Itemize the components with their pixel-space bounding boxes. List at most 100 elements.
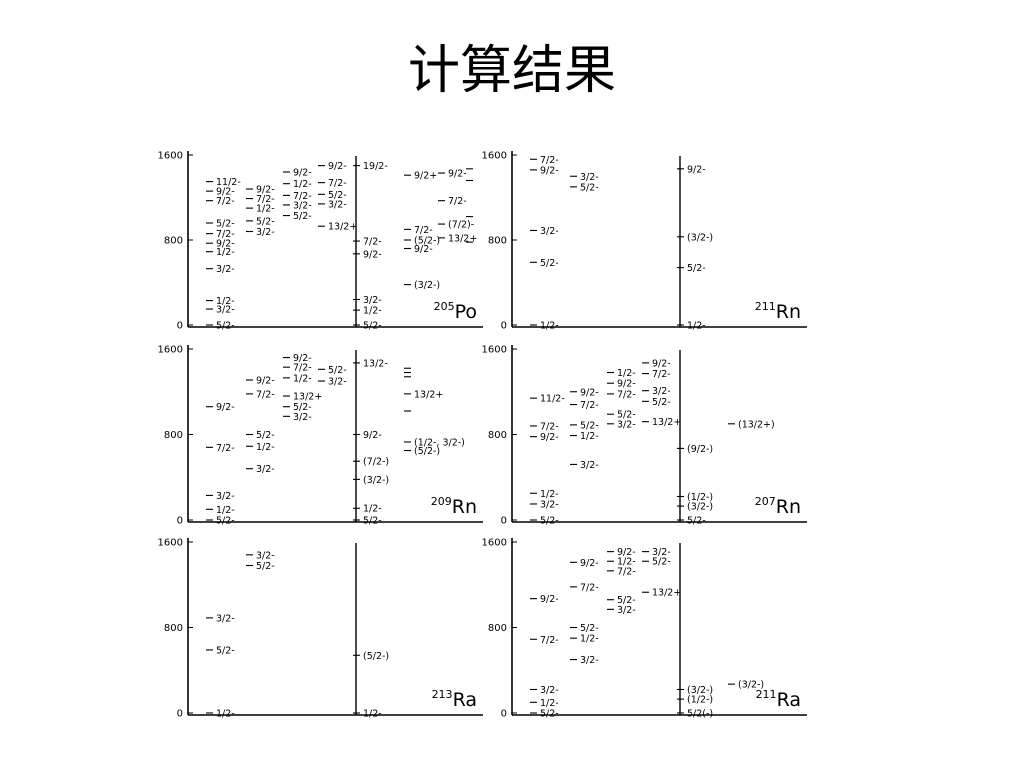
level-label: 5/2- <box>328 190 347 201</box>
y-tick-label: 1600 <box>158 151 183 162</box>
level-label: 7/2- <box>580 400 599 411</box>
y-tick-label: 0 <box>501 516 507 527</box>
level-label: 1/2- <box>293 179 312 190</box>
level-label: 1/2- <box>293 373 312 384</box>
calc-column-4: 13/2+3/2-5/2-7/2-9/2- <box>318 161 357 233</box>
level-label: 5/2- <box>216 321 235 332</box>
level-label: 9/2- <box>540 165 559 176</box>
level-label: 7/2- <box>540 635 559 646</box>
panel-213ra: 080016001/2-5/2-3/2-5/2-3/2-1/2-(5/2-)21… <box>158 538 483 720</box>
level-label: (1/2-) <box>687 492 713 503</box>
level-label: 9/2- <box>363 430 382 441</box>
level-label: 19/2- <box>363 161 388 172</box>
element-symbol: Rn <box>776 496 801 518</box>
y-tick-label: 0 <box>177 516 183 527</box>
level-label: 7/2- <box>256 194 275 205</box>
level-label: 1/2- <box>363 306 382 317</box>
level-label: (1/2-, 3/2-) <box>414 437 465 448</box>
level-label: 1/2- <box>617 557 636 568</box>
y-tick-label: 1600 <box>158 538 183 549</box>
level-label: 3/2- <box>652 547 671 558</box>
y-tick-label: 0 <box>501 321 507 332</box>
level-label: 9/2- <box>580 387 599 398</box>
level-label: 9/2- <box>617 547 636 558</box>
level-label: 9/2- <box>256 185 275 196</box>
level-label: 9/2- <box>216 402 235 413</box>
level-label: 5/2- <box>293 211 312 222</box>
level-label: 3/2- <box>328 377 347 388</box>
level-label: 5/2- <box>540 709 559 720</box>
element-symbol: Rn <box>776 301 801 323</box>
level-label: 3/2- <box>617 605 636 616</box>
level-label: 5/2- <box>652 557 671 568</box>
level-label: 3/2- <box>256 464 275 475</box>
level-label: 5/2- <box>540 258 559 269</box>
calc-column-2: 3/2-1/2-5/2-7/2-9/2- <box>246 375 275 475</box>
nucleus-label: 209Rn <box>431 495 477 518</box>
mass-number: 211 <box>755 300 776 313</box>
mass-number: 207 <box>755 495 776 508</box>
mass-number: 205 <box>434 300 455 313</box>
panel-209rn: 080016005/2-1/2-3/2-7/2-9/2-3/2-1/2-5/2-… <box>158 345 483 527</box>
experiment-column: 5/2-1/2-(3/2-)(7/2-)9/2-13/2- <box>353 358 389 527</box>
level-label: 3/2- <box>216 305 235 316</box>
level-label: (7/2)- <box>448 220 474 231</box>
level-label: 3/2- <box>293 200 312 211</box>
level-label: (1/2-) <box>687 695 713 706</box>
level-label: 5/2- <box>687 516 706 527</box>
level-label: 3/2- <box>540 685 559 696</box>
calc-column-2: 5/2-3/2- <box>246 550 275 572</box>
panel-205po: 080016005/2-3/2-1/2-3/2-1/2-9/2-7/2-5/2-… <box>158 151 483 332</box>
level-label: 3/2- <box>216 491 235 502</box>
level-label: 9/2- <box>363 249 382 260</box>
level-label: 11/2- <box>540 394 565 405</box>
level-label: 5/2- <box>540 516 559 527</box>
nucleus-label: 211Ra <box>756 688 801 711</box>
y-tick-label: 1600 <box>482 151 507 162</box>
level-label: 9/2- <box>293 168 312 179</box>
level-label: 5/2- <box>216 645 235 656</box>
level-label: (5/2-) <box>414 236 440 247</box>
level-label: (3/2-) <box>363 475 389 486</box>
level-label: 7/2- <box>540 421 559 432</box>
level-label: 9/2- <box>293 353 312 364</box>
level-label: 1/2- <box>540 698 559 709</box>
y-tick-label: 800 <box>164 236 183 247</box>
slide-title: 计算结果 <box>407 41 616 101</box>
level-label: 5/2- <box>256 430 275 441</box>
level-label: 1/2- <box>580 634 599 645</box>
level-label: 3/2- <box>617 419 636 430</box>
calc-column-2: 3/2-5/2-1/2-7/2-9/2- <box>246 185 275 238</box>
calc-column-4: 13/2+ 5/2-3/2- <box>642 547 681 599</box>
level-label: 5/2- <box>363 321 382 332</box>
calc-column-2: 3/2-1/2-5/2-7/2-9/2- <box>570 558 599 666</box>
level-label: 1/2- <box>216 505 235 516</box>
level-label: 7/2- <box>540 155 559 166</box>
level-label: 5/2(-) <box>687 709 713 720</box>
level-label: 3/2- <box>580 655 599 666</box>
level-label: 7/2- <box>216 443 235 454</box>
mass-number: 213 <box>432 688 453 701</box>
y-tick-label: 800 <box>164 430 183 441</box>
calc-column-3: 3/2-5/2-13/2+1/2-7/2-9/2- <box>283 353 322 423</box>
level-label: (5/2-) <box>414 446 440 457</box>
mass-number: 211 <box>756 688 777 701</box>
level-label: 1/2- <box>540 321 559 332</box>
level-label: (13/2+) <box>738 419 775 430</box>
nucleus-label: 213Ra <box>432 688 477 711</box>
level-label: (7/2-) <box>363 457 389 468</box>
level-label: 13/2+ <box>448 233 477 244</box>
level-label: 7/2- <box>580 582 599 593</box>
level-label: 1/2- <box>256 442 275 453</box>
level-label: 9/2- <box>687 164 706 175</box>
level-label: 7/2- <box>328 178 347 189</box>
level-label: 9/2- <box>216 187 235 198</box>
level-label: 7/2- <box>448 196 467 207</box>
level-label: 5/2- <box>216 516 235 527</box>
level-label: 7/2- <box>293 363 312 374</box>
nucleus-label: 207Rn <box>755 495 801 518</box>
calc-column-2: 5/2-3/2- <box>570 172 599 193</box>
y-tick-label: 800 <box>164 623 183 634</box>
level-label: 13/2+ <box>652 588 681 599</box>
